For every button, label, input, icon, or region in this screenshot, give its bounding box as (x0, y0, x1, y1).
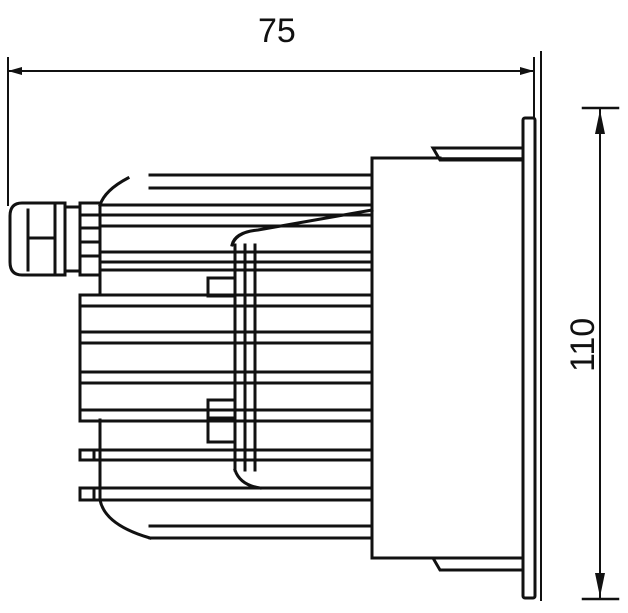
housing-body (370, 156, 524, 560)
width-dimension-line (7, 51, 542, 601)
cable-gland (8, 201, 102, 277)
height-dimension-line (581, 106, 620, 601)
front-flange (521, 116, 537, 600)
heat-sink-fins (78, 173, 374, 540)
mounting-clips (430, 146, 525, 572)
height-dimension-label: 110 (564, 317, 602, 372)
width-dimension-label: 75 (258, 12, 296, 50)
inner-core (206, 208, 374, 490)
